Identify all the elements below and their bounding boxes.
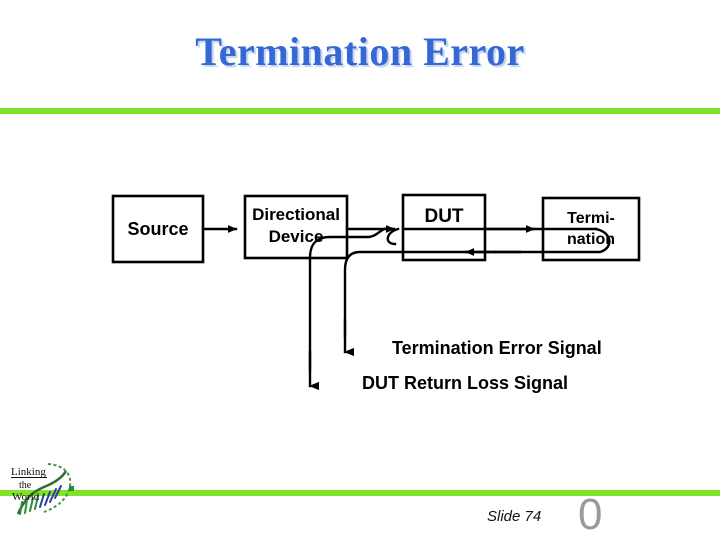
logo-text-line-3: World (12, 491, 40, 503)
diagram-box-source: Source (111, 194, 205, 264)
diagram-box-source-label: Source (127, 219, 188, 239)
signal-path-termination-reflection (493, 227, 611, 254)
signal-path-termination-error-branch (343, 250, 405, 338)
diagram-box-directional-device: Directional Device (243, 194, 349, 260)
diagram-box-directional-device-label-2: Device (269, 227, 324, 246)
divider-bottom-accent-rule (0, 490, 720, 496)
logo-text-line-1: Linking (11, 466, 46, 478)
diagram-box-dut-label: DUT (424, 206, 463, 227)
signal-path-dut-input-reflection (386, 227, 400, 246)
diagram-box-dut: DUT (401, 193, 487, 262)
page-number-glyph: 0 (578, 490, 603, 539)
label-dut-return-loss-signal: DUT Return Loss Signal (362, 373, 568, 393)
diagram-box-termination-label-2: nation (567, 231, 615, 248)
label-termination-error-signal: Termination Error Signal (392, 338, 602, 358)
block-diagram: Source Directional Device DUT Termi- nat… (0, 140, 720, 410)
logo-swoosh-icon (16, 463, 74, 515)
diagram-box-directional-device-label-1: Directional (252, 205, 340, 224)
divider-top-accent-rule (0, 108, 720, 114)
linking-the-world-logo: Linking the World (8, 458, 80, 520)
logo-text-line-2: the (19, 480, 32, 491)
slide-number-label: Slide 74 (487, 508, 542, 525)
page-title: Termination Error (195, 29, 525, 74)
signal-path-dut-return-loss-branch (308, 227, 395, 372)
diagram-box-termination-label-1: Termi- (567, 210, 615, 227)
